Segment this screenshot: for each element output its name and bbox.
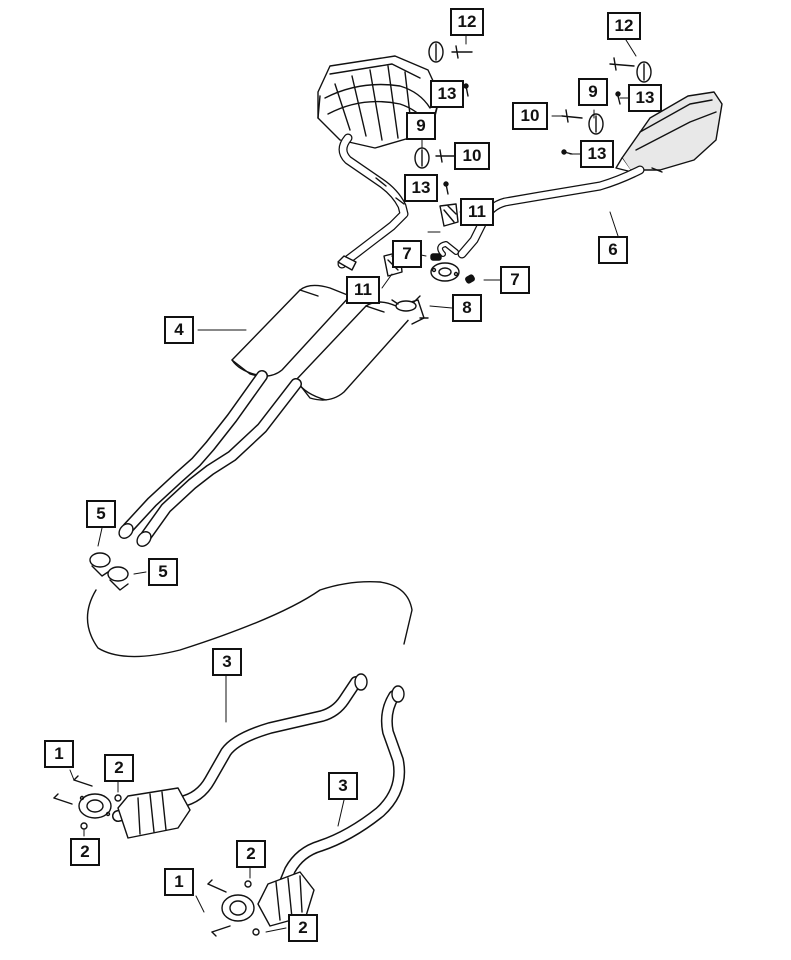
callout-7-right: 7 xyxy=(500,266,530,294)
callout-13-mid-right: 13 xyxy=(580,140,614,168)
insulator-top-left xyxy=(428,41,444,63)
nut-lower-a xyxy=(244,880,252,888)
hanger-rod-top-right xyxy=(609,57,635,71)
callout-12-right: 12 xyxy=(607,12,641,40)
stud-lower-b xyxy=(211,925,231,937)
callout-9-left: 9 xyxy=(406,112,436,140)
hanger-rod-mid-right xyxy=(561,109,583,123)
callout-5-lower: 5 xyxy=(148,558,178,586)
intermediate-pipe-upper xyxy=(112,673,368,822)
callout-7-left: 7 xyxy=(392,240,422,268)
callout-13-top-right: 13 xyxy=(628,84,662,112)
callout-11-upper: 11 xyxy=(460,198,494,226)
catalytic-converter-upper xyxy=(78,787,191,839)
callout-3-upper: 3 xyxy=(212,648,242,676)
stud-upper-b xyxy=(53,793,73,805)
catalytic-converter-lower xyxy=(221,871,315,927)
isolator-upper xyxy=(439,203,459,227)
callout-12-left: 12 xyxy=(450,8,484,36)
clamp-left xyxy=(89,552,111,577)
callout-1-lower: 1 xyxy=(164,868,194,896)
pipe-left-upper xyxy=(337,133,409,269)
bolt-mid-right xyxy=(561,149,573,155)
callout-13-mid-left: 13 xyxy=(404,174,438,202)
callout-13-top-left: 13 xyxy=(430,80,464,108)
rear-muffler-right xyxy=(615,91,723,173)
hanger-rod-top-left xyxy=(451,45,473,59)
gasket-clip-lower xyxy=(465,274,475,284)
insulator-top-right xyxy=(636,61,652,83)
clamp-right xyxy=(107,566,129,591)
continuation-break-line xyxy=(86,580,413,658)
bolt-mid-left xyxy=(443,181,449,195)
nut-upper-b xyxy=(80,822,88,830)
insulator-mid-right xyxy=(588,113,604,135)
tailpipe-pair xyxy=(118,370,302,547)
callout-2-lower-top: 2 xyxy=(236,840,266,868)
callout-8: 8 xyxy=(452,294,482,322)
callout-10-right: 10 xyxy=(512,102,548,130)
stud-lower-a xyxy=(207,879,227,893)
bolt-top-right xyxy=(615,91,621,105)
callout-1-upper: 1 xyxy=(44,740,74,768)
nut-upper-a xyxy=(114,794,122,802)
callout-5-upper: 5 xyxy=(86,500,116,528)
callout-2-lower-bottom: 2 xyxy=(288,914,318,942)
flange-gasket-right xyxy=(430,241,460,282)
callout-4: 4 xyxy=(164,316,194,344)
callout-6: 6 xyxy=(598,236,628,264)
callout-2-upper-left: 2 xyxy=(70,838,100,866)
inlet-flange xyxy=(391,295,429,325)
callout-11-lower: 11 xyxy=(346,276,380,304)
leader-lines xyxy=(69,35,637,933)
callout-10-left: 10 xyxy=(454,142,490,170)
insulator-mid-left xyxy=(414,147,430,169)
callout-2-upper-right: 2 xyxy=(104,754,134,782)
intermediate-pipe-lower xyxy=(270,685,406,910)
hanger-bracket xyxy=(337,255,357,271)
gasket-clip-upper xyxy=(430,253,442,261)
callout-9-right: 9 xyxy=(578,78,608,106)
nut-lower-b xyxy=(252,928,260,936)
callout-3-lower: 3 xyxy=(328,772,358,800)
bolt-top-left xyxy=(463,83,469,97)
stud-upper-a xyxy=(73,775,93,787)
